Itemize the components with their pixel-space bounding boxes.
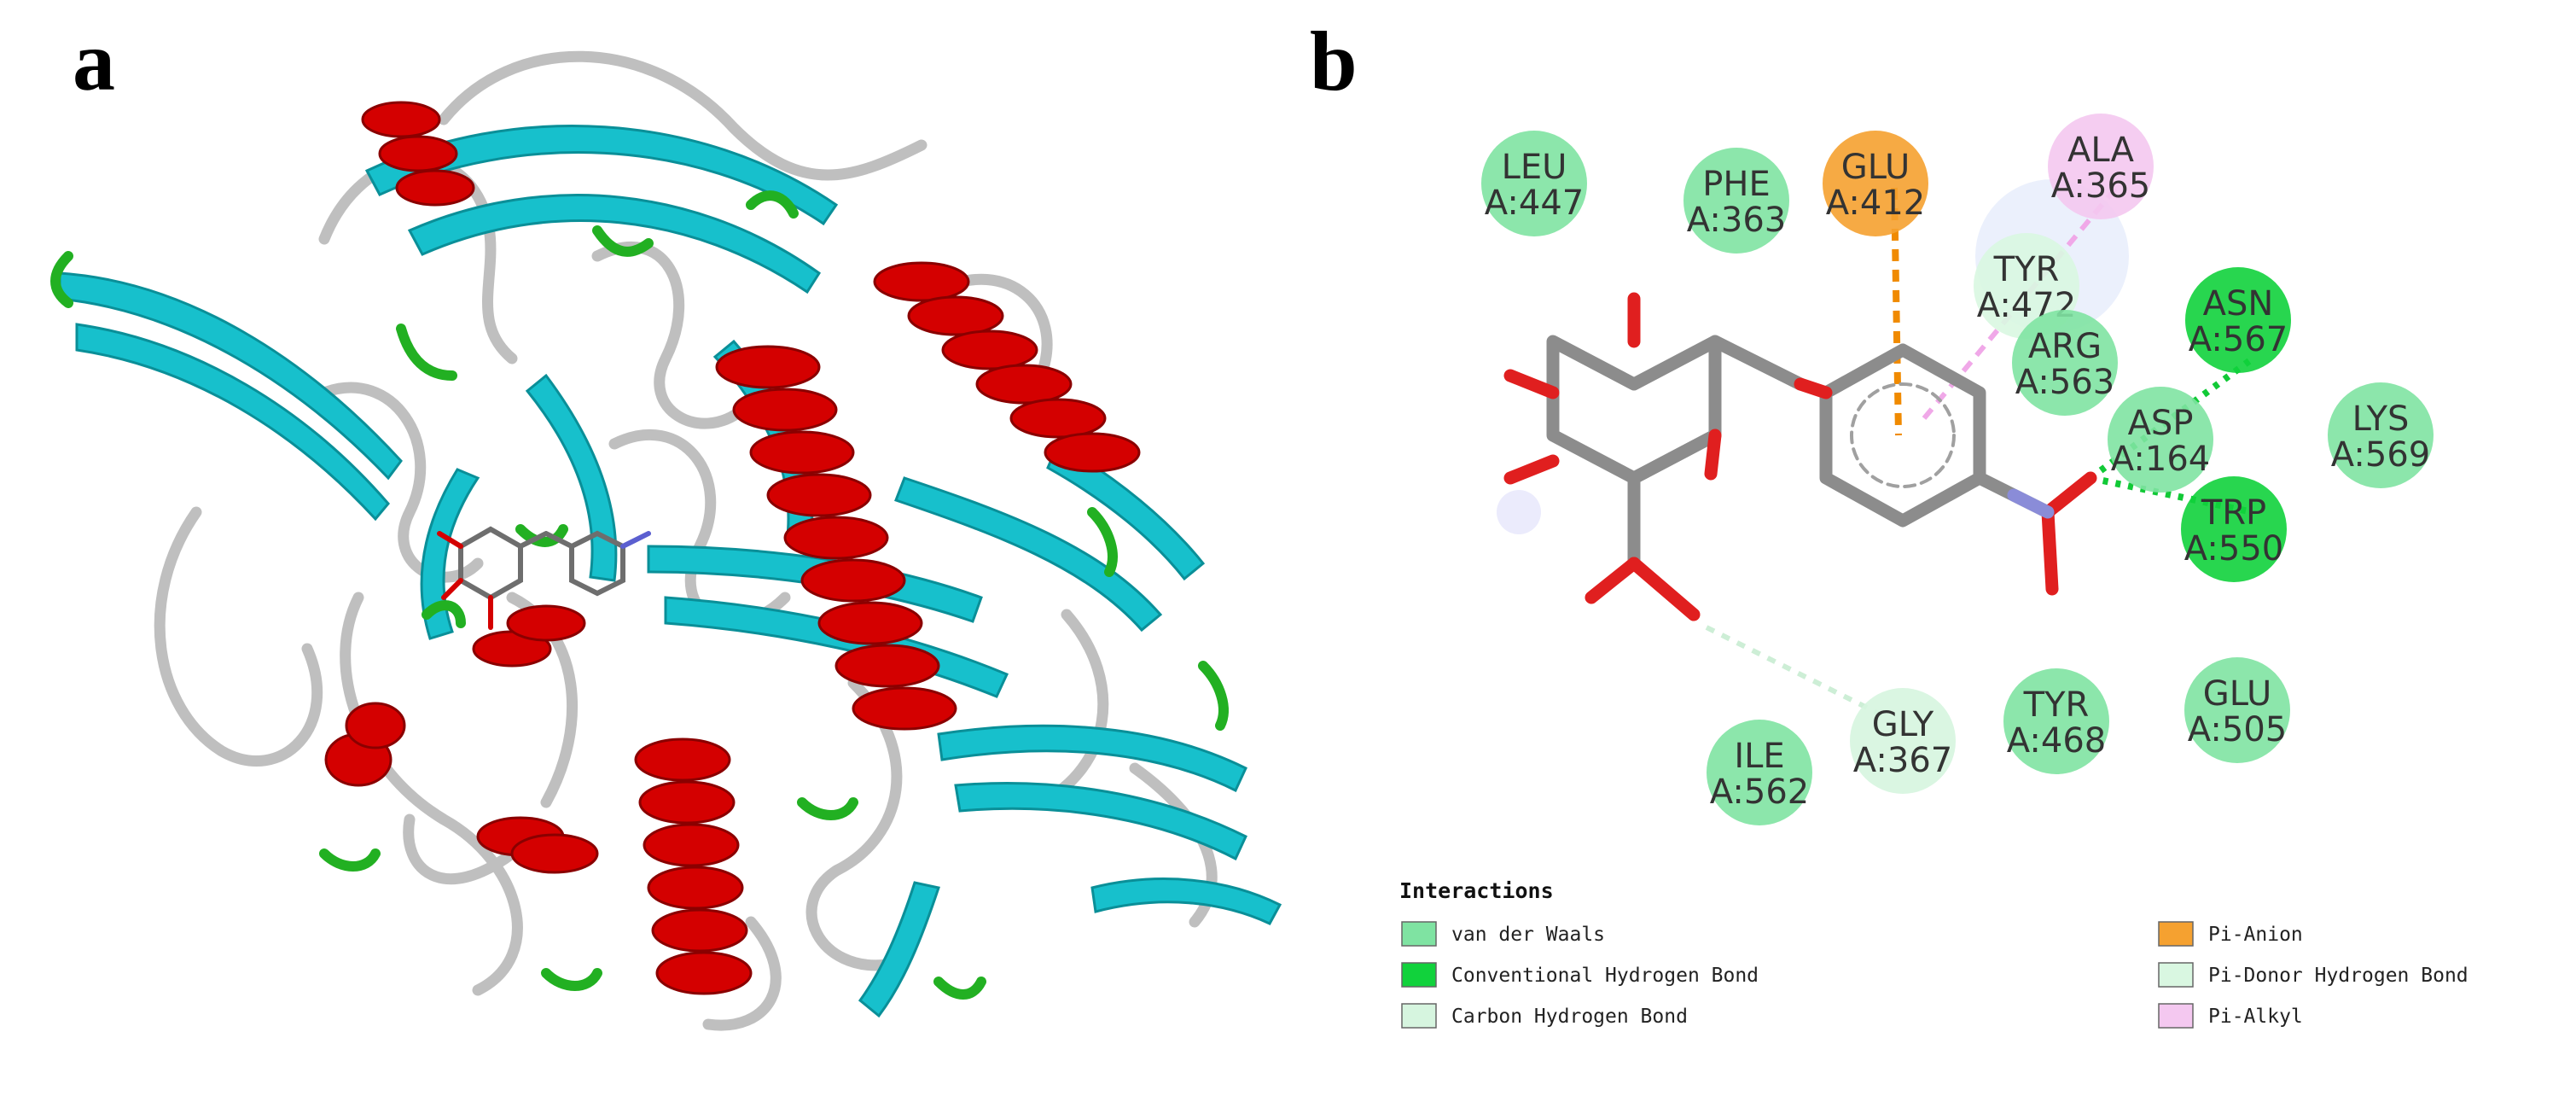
turn-segments xyxy=(50,190,1229,1000)
legend-swatch xyxy=(2158,1003,2194,1029)
legend-item: Pi-Anion xyxy=(2158,921,2303,947)
legend-label: van der Waals xyxy=(1451,924,1605,946)
solvent-halo xyxy=(1497,490,1541,534)
residue-name: GLU xyxy=(2203,674,2272,714)
residue-disc xyxy=(1707,720,1812,825)
ligand-2d-structure xyxy=(1503,292,2097,621)
legend-swatch xyxy=(2158,921,2194,947)
residue-name: TRP xyxy=(2201,493,2266,533)
residue-disc xyxy=(1481,131,1587,236)
residue-disc xyxy=(2185,267,2291,373)
residue-name: LEU xyxy=(1502,148,1567,187)
residue-label: A:562 xyxy=(1710,773,1809,812)
sugar-ring xyxy=(1546,335,1722,485)
residue-disc xyxy=(2012,310,2118,416)
legend-item: Carbon Hydrogen Bond xyxy=(1401,1003,1688,1029)
nitro-nitrogen xyxy=(2007,488,2055,519)
residue-disc xyxy=(1823,131,1928,236)
residue-label: A:563 xyxy=(2015,363,2114,402)
residue-name: ASN xyxy=(2203,284,2274,324)
panel-a-letter: a xyxy=(73,14,115,108)
residue-name: GLU xyxy=(1841,148,1910,187)
residue-disc xyxy=(1683,148,1789,254)
residue-name: TYR xyxy=(1993,250,2060,289)
legend-label: Pi-Donor Hydrogen Bond xyxy=(2208,965,2468,987)
legend-item: van der Waals xyxy=(1401,921,1605,947)
helix-left-lower xyxy=(324,604,599,874)
protein-ribbon-panel: a xyxy=(50,14,1282,1031)
residue-name: LYS xyxy=(2352,399,2410,439)
legend-swatch xyxy=(2158,962,2194,988)
panel-b-letter: b xyxy=(1310,14,1358,108)
carbon-hbond-line xyxy=(1705,625,1887,720)
aromatic-ring-marker xyxy=(1850,382,1956,488)
residue-name: PHE xyxy=(1702,165,1770,204)
residue-label: A:550 xyxy=(2184,529,2283,568)
legend-item: Pi-Donor Hydrogen Bond xyxy=(2158,962,2468,988)
phenyl-ring xyxy=(1819,343,1986,528)
residue-disc xyxy=(1850,688,1956,794)
residue-label: A:367 xyxy=(1853,741,1952,780)
helix-lower xyxy=(634,738,753,995)
residue-name: ASP xyxy=(2128,404,2194,443)
residue-label: A:412 xyxy=(1826,184,1925,223)
legend-label: Carbon Hydrogen Bond xyxy=(1451,1006,1688,1028)
legend-item: Conventional Hydrogen Bond xyxy=(1401,962,1759,988)
residue-disc xyxy=(2184,657,2290,763)
residue-disc xyxy=(2108,387,2213,493)
helix-central xyxy=(715,345,957,731)
helix-top-left xyxy=(361,101,475,207)
residue-name: ILE xyxy=(1734,737,1784,776)
interaction-diagram-panel: b xyxy=(1310,14,2468,1029)
legend-label: Conventional Hydrogen Bond xyxy=(1451,965,1759,987)
residue-label: A:164 xyxy=(2111,440,2210,479)
residue-name: GLY xyxy=(1872,705,1934,744)
residue-label: A:567 xyxy=(2189,320,2288,359)
residue-disc xyxy=(2003,668,2109,774)
residue-name: TYR xyxy=(2023,685,2090,725)
residue-label: A:363 xyxy=(1687,201,1786,240)
legend-swatch xyxy=(1401,1003,1437,1029)
helix-upper-right xyxy=(873,261,1141,473)
legend-swatch xyxy=(1401,962,1437,988)
residue-disc xyxy=(2328,382,2434,488)
residue-name: ALA xyxy=(2067,131,2135,170)
residue-disc xyxy=(2181,476,2287,582)
residue-label: A:569 xyxy=(2331,435,2430,475)
hbond-line-asn567 xyxy=(2088,355,2255,481)
legend-item: Pi-Alkyl xyxy=(2158,1003,2303,1029)
hbond-line-trp550 xyxy=(2090,475,2253,516)
residue-label: A:447 xyxy=(1485,184,1584,223)
residue-label: A:505 xyxy=(2188,710,2287,749)
bound-ligand-sticks xyxy=(437,526,651,630)
alpha-helices xyxy=(324,101,1141,995)
residue-name: ARG xyxy=(2028,327,2102,366)
legend-title: Interactions xyxy=(1399,878,1554,903)
residue-disc xyxy=(2048,114,2154,219)
legend-label: Pi-Anion xyxy=(2208,924,2303,946)
legend-label: Pi-Alkyl xyxy=(2208,1006,2303,1028)
residue-label: A:468 xyxy=(2007,721,2106,761)
legend-swatch xyxy=(1401,921,1437,947)
residue-label: A:365 xyxy=(2051,166,2150,206)
